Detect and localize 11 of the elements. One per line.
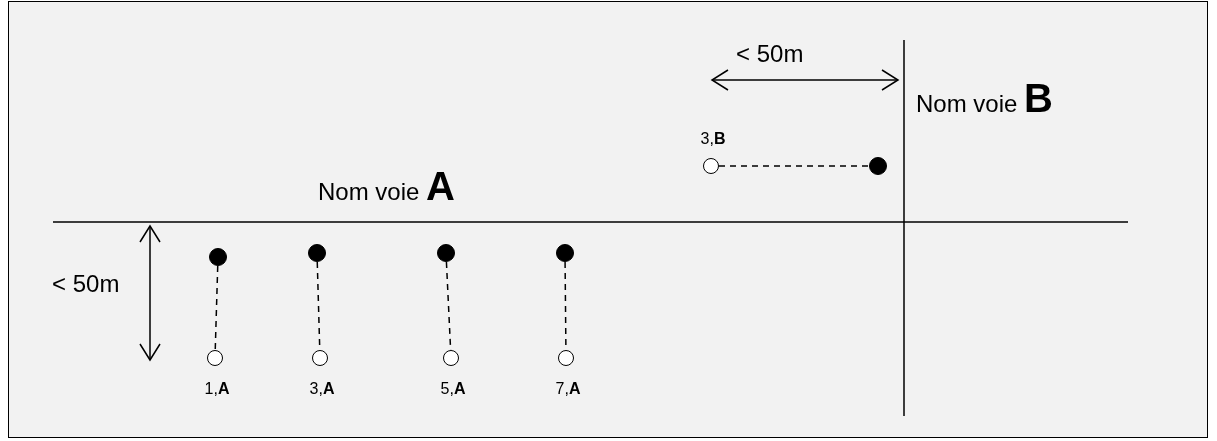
address-label: 5,A <box>440 380 466 398</box>
address-label: 3,A <box>309 380 335 398</box>
map-label: < 50m <box>736 40 804 68</box>
map-label: Nom voie A <box>318 164 455 209</box>
dashed-connector <box>718 165 870 167</box>
address-label: 3,B <box>700 130 726 148</box>
address-label: 7,A <box>555 380 581 398</box>
address-label: 1,A <box>204 380 230 398</box>
map-label: Nom voie B <box>916 76 1053 121</box>
map-label: < 50m <box>52 270 120 298</box>
dashed-connector <box>214 265 219 351</box>
